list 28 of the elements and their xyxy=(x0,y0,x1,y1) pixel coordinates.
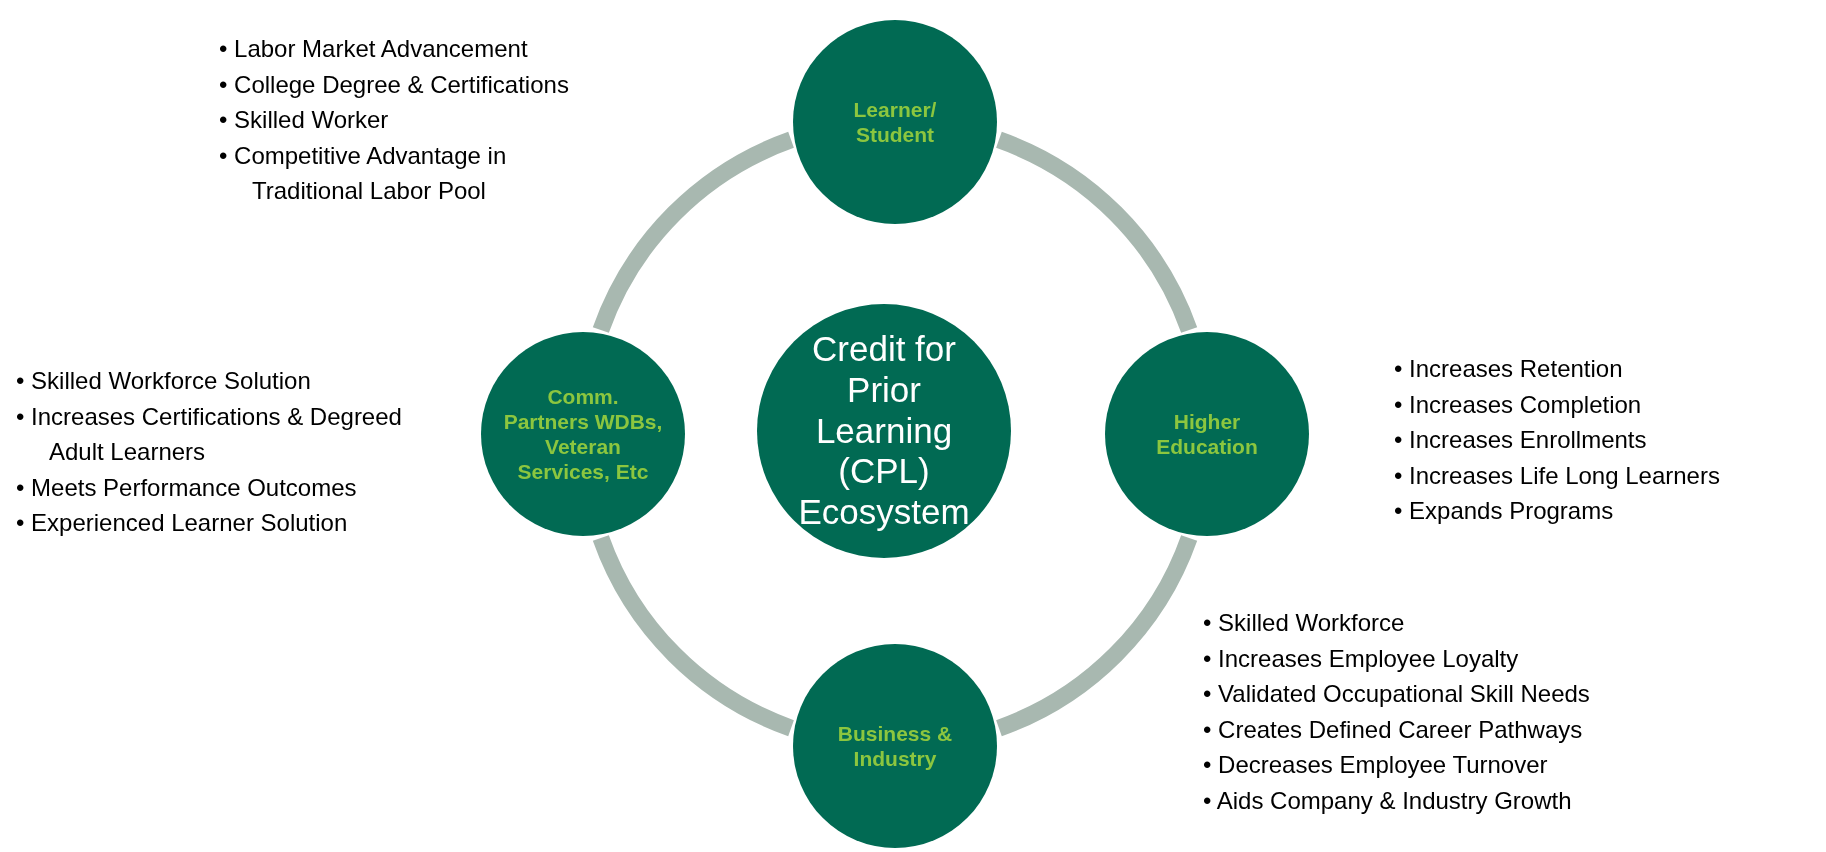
bullet-item: • College Degree & Certifications xyxy=(219,69,570,100)
bullet-item: • Meets Performance Outcomes xyxy=(16,472,358,503)
bullet-item: • Increases Life Long Learners xyxy=(1394,460,1721,491)
ring-connector xyxy=(995,132,1197,334)
bullet-item: • Experienced Learner Solution xyxy=(16,508,349,538)
bullet-item: • Aids Company & Industry Growth xyxy=(1203,785,1573,816)
bullet-item: • Skilled Worker xyxy=(219,105,390,135)
ring-connector xyxy=(593,132,795,334)
bullet-item: • Increases Completion xyxy=(1394,389,1643,420)
circle-label: Credit for Prior Learning (CPL) Ecosystem xyxy=(797,328,971,534)
bullet-item: • Skilled Workforce Solution xyxy=(16,366,312,396)
bullet-item: • Labor Market Advancement xyxy=(219,34,529,64)
bullet-item: • Increases Enrollments xyxy=(1394,425,1648,455)
ring-connector xyxy=(995,534,1197,736)
bullet-item: • Increases Employee Loyalty xyxy=(1203,643,1520,674)
bullet-item: • Expands Programs xyxy=(1394,496,1615,526)
circle-label: Higher Education xyxy=(1155,408,1259,460)
circle-label: Learner/ Student xyxy=(852,96,938,148)
bullet-item: • Creates Defined Career Pathways xyxy=(1203,714,1584,745)
bullet-item: • Skilled Workforce xyxy=(1203,608,1406,638)
circle-label: Business & Industry xyxy=(836,720,954,772)
bullet-item: • Decreases Employee Turnover xyxy=(1203,750,1549,780)
bullet-item: • Competitive Advantage in Traditional Labor Pool xyxy=(219,140,508,206)
bullet-item: • Increases Certifications & Degreed Adult Learners xyxy=(16,401,403,467)
ring-connector xyxy=(593,534,795,736)
bullet-item: • Increases Retention xyxy=(1394,354,1624,384)
circle-label: Comm. Partners WDBs, Veteran Services, Etc xyxy=(503,383,663,485)
bullet-item: • Validated Occupational Skill Needs xyxy=(1203,679,1591,709)
